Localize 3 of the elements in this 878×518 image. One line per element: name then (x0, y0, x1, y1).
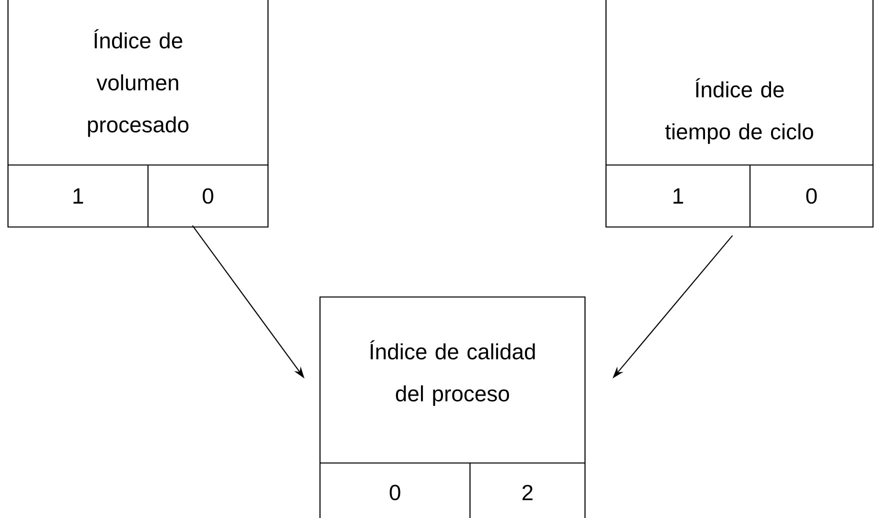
table-box: Índice de tiempo de ciclo 1 0 (605, 0, 874, 228)
table-box: Índice de volumen procesado 1 0 (7, 0, 269, 228)
table-box: Índice de calidad del proceso 0 2 (319, 296, 586, 518)
